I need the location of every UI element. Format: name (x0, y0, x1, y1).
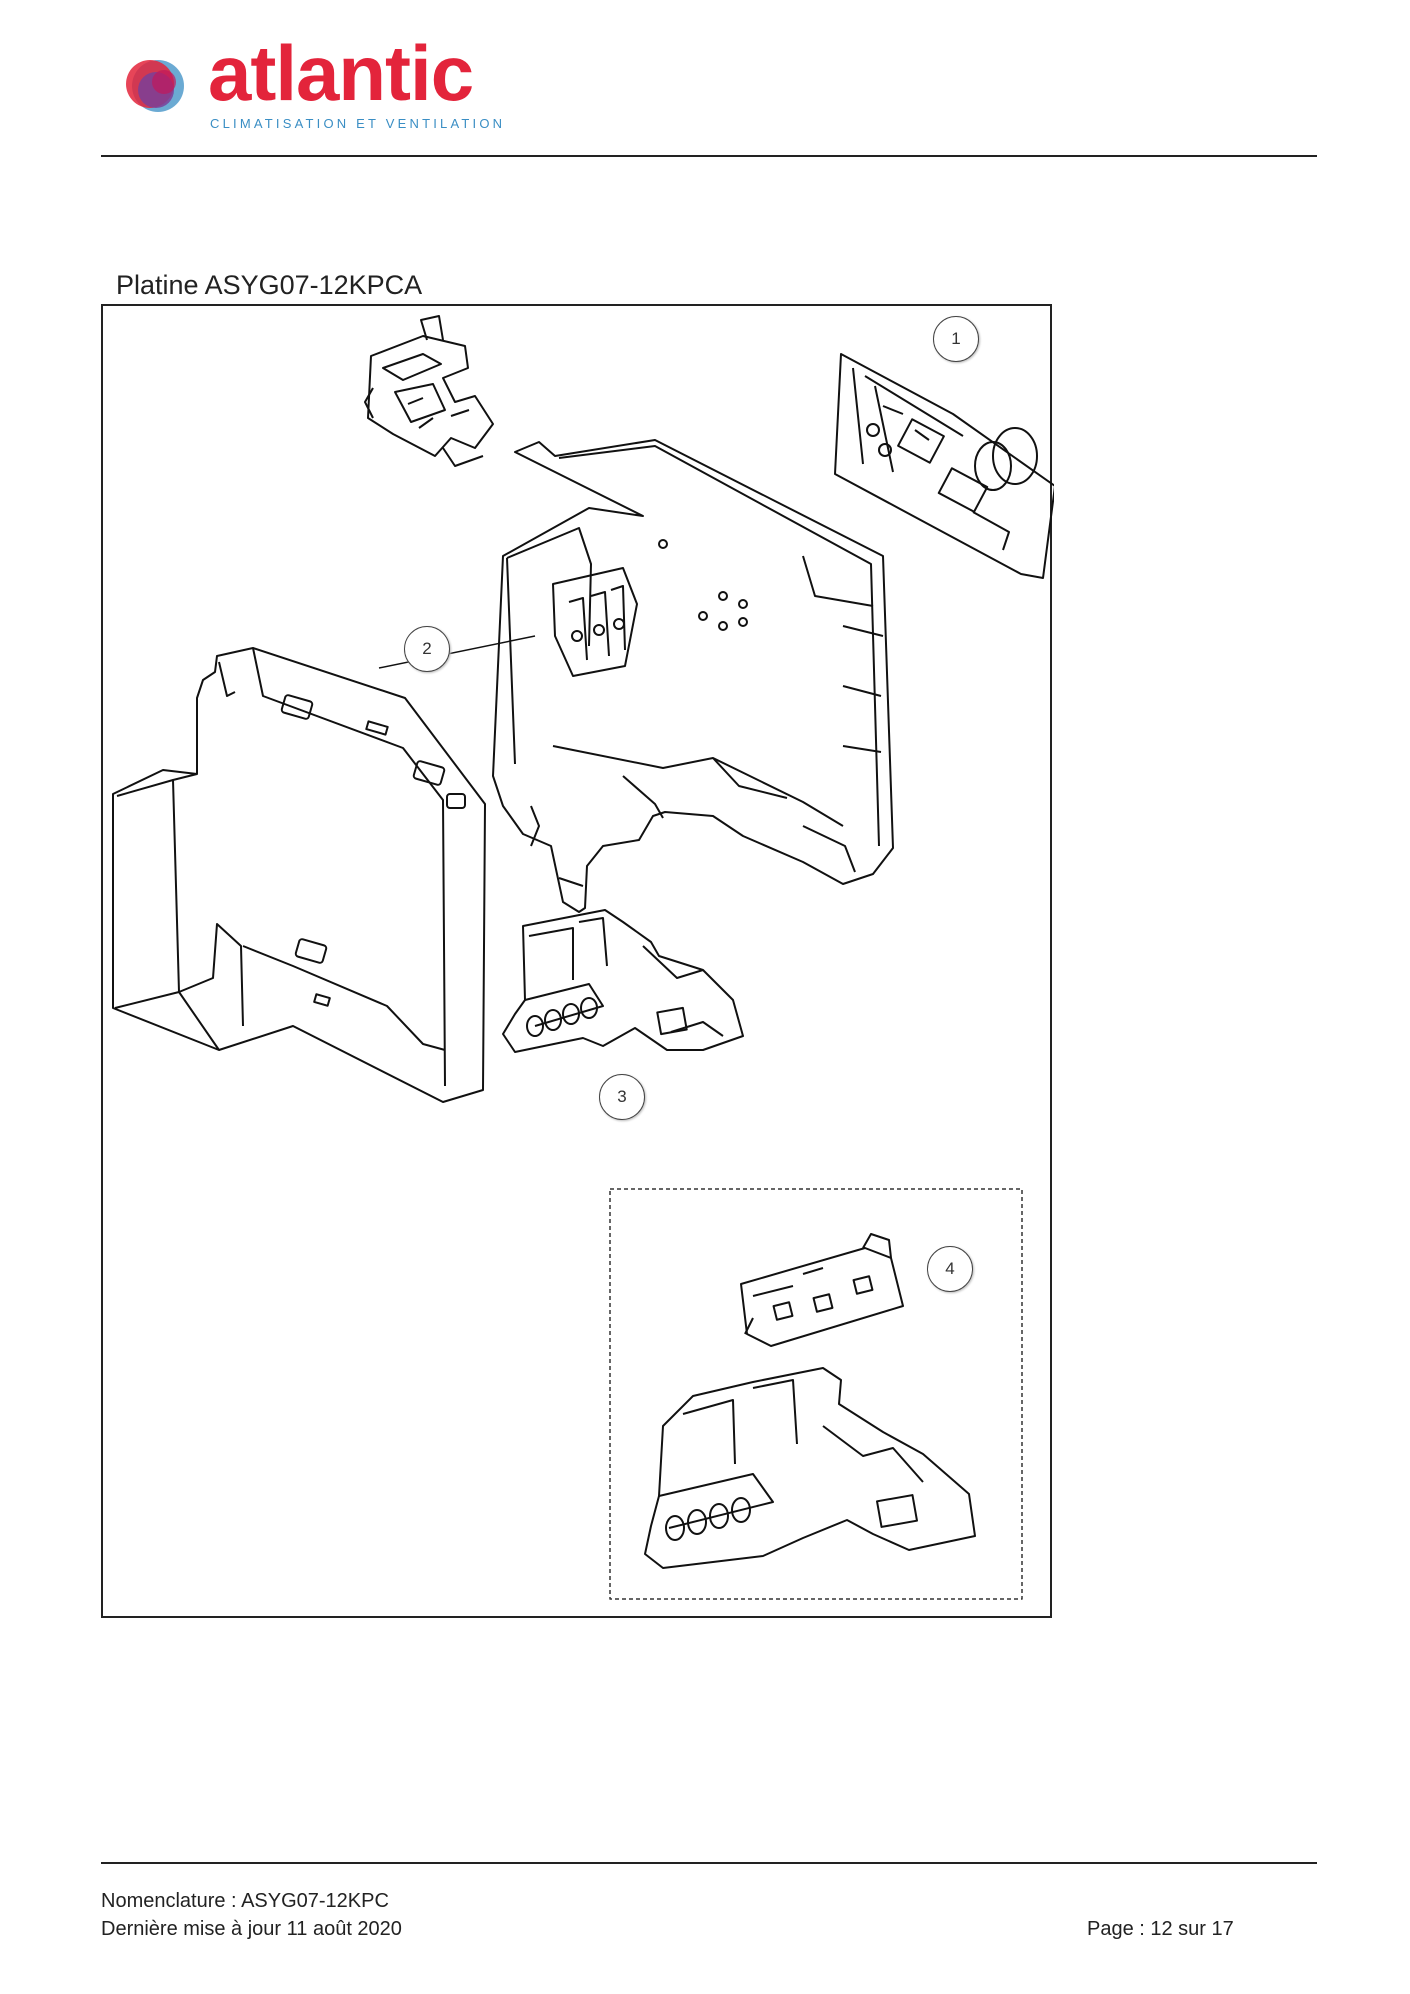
brand-name: atlantic (208, 29, 474, 117)
footer-last-update: Dernière mise à jour 11 août 2020 (101, 1918, 402, 1940)
atlantic-logo: atlantic CLIMATISATION ET VENTILATION (120, 29, 502, 139)
section-title: Platine ASYG07-12KPCA (116, 270, 423, 300)
bracket-assembly-part (364, 315, 494, 467)
footer-page-number: Page : 12 sur 17 (1087, 1918, 1234, 1940)
terminal-block-detail-part (644, 1367, 976, 1569)
callout-4: 4 (927, 1246, 973, 1292)
header-divider (101, 155, 1317, 157)
detail-box (609, 1188, 1023, 1600)
terminal-block-part (502, 909, 744, 1053)
callout-2: 2 (404, 626, 450, 672)
sheet-metal-frame-part (112, 647, 486, 1103)
callout-1: 1 (933, 316, 979, 362)
cover-plate-part (740, 1233, 904, 1347)
callout-3: 3 (599, 1074, 645, 1120)
footer-nomenclature: Nomenclature : ASYG07-12KPC (101, 1890, 389, 1912)
logo-mark-icon (126, 60, 184, 112)
pcb-board-part (834, 353, 1054, 579)
brand-tagline: CLIMATISATION ET VENTILATION (210, 116, 506, 131)
electrical-box-part (378, 439, 894, 913)
footer-divider (101, 1862, 1317, 1864)
exploded-parts-diagram: 1 2 3 4 (101, 304, 1054, 1618)
